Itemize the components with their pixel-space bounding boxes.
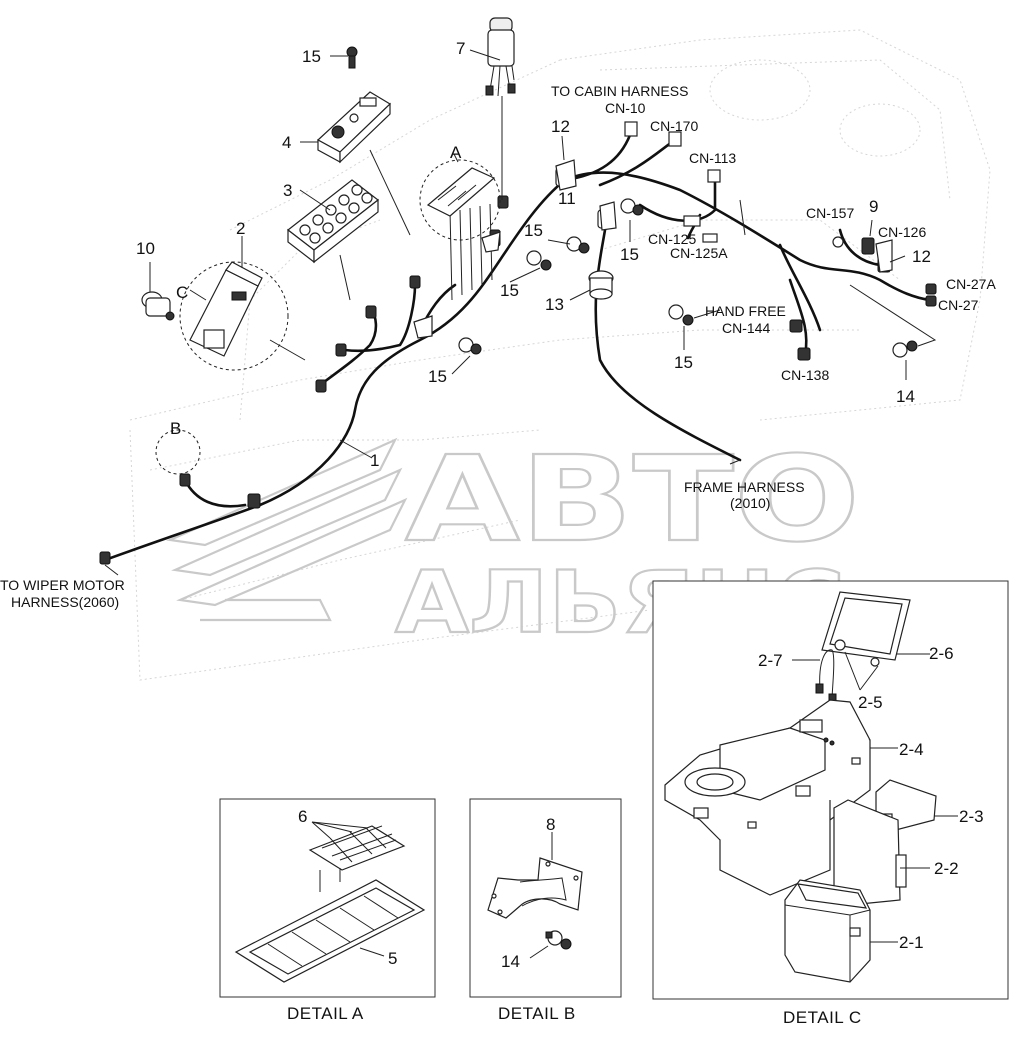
callout-11: 11	[558, 189, 576, 208]
cabin-ghost-outline	[129, 29, 991, 681]
watermark: АВТО АЛЬЯНС	[166, 429, 861, 654]
callout-14-detail-b: 14	[501, 952, 520, 971]
callout-15-center: 15	[620, 245, 639, 264]
label-cn-27a: CN-27A	[946, 276, 996, 292]
detail-b-panel: 8 14 DETAIL B	[469, 798, 622, 1023]
clip-brackets	[413, 159, 893, 339]
callout-15-left: 15	[500, 281, 519, 300]
callout-3: 3	[283, 181, 292, 200]
label-frame-harness: FRAME HARNESS	[684, 479, 805, 495]
label-to-wiper-motor: TO WIPER MOTOR	[0, 577, 125, 593]
label-to-cabin-harness: TO CABIN HARNESS	[551, 83, 688, 99]
watermark-logo	[166, 437, 408, 622]
callout-13: 13	[545, 295, 564, 314]
label-cn-113: CN-113	[689, 150, 736, 166]
main-harness	[103, 133, 932, 562]
detail-a-zoom	[419, 159, 501, 241]
label-cn-126: CN-126	[878, 224, 926, 240]
part-4-controller	[316, 91, 411, 236]
callout-c: C	[176, 283, 188, 302]
callout-7: 7	[456, 39, 465, 58]
callout-2-1: 2-1	[899, 933, 924, 952]
callout-15-lower-right: 15	[674, 353, 693, 372]
connector-labels: TO CABIN HARNESS CN-10 CN-170 CN-113 CN-…	[0, 83, 996, 610]
callout-1: 1	[370, 451, 379, 470]
detail-c-panel: 2-7 2-6 2-5 2-4 2-3 2-2 2-1 DETAIL C	[652, 580, 1009, 1027]
detail-c-zoom	[179, 261, 306, 371]
part-7-switch	[485, 17, 516, 200]
callout-12-right: 12	[912, 247, 931, 266]
callout-2: 2	[236, 219, 245, 238]
callout-labels: 15 4 3 2 10 C 7 A 12 11 15 15 15 13 15 1…	[136, 39, 931, 470]
callout-14-main: 14	[896, 387, 915, 406]
callout-2-4: 2-4	[899, 740, 924, 759]
bolt-15-mid	[526, 250, 552, 271]
callout-2-3: 2-3	[959, 807, 984, 826]
callout-12-left: 12	[551, 117, 570, 136]
callout-8: 8	[546, 815, 555, 834]
detail-c-title: DETAIL C	[783, 1008, 862, 1027]
label-cn-144: CN-144	[722, 320, 770, 336]
label-cn-170: CN-170	[650, 118, 698, 134]
leader-lines	[104, 49, 937, 576]
detail-a-panel: 6 5 DETAIL A	[219, 798, 436, 1023]
detail-b-zoom	[155, 429, 201, 475]
label-cn-125: CN-125	[648, 231, 696, 247]
callout-2-5: 2-5	[858, 693, 883, 712]
label-frame-harness-code: (2010)	[730, 495, 770, 511]
bolt-15-left	[458, 337, 482, 355]
callout-2-7: 2-7	[758, 651, 783, 670]
label-cn-138: CN-138	[781, 367, 829, 383]
bolt-14-main	[892, 340, 918, 358]
bolt-15-top	[346, 46, 358, 69]
label-wiper-harness-code: HARNESS(2060)	[11, 594, 119, 610]
label-cn-27: CN-27	[938, 297, 979, 313]
callout-15-mid: 15	[524, 221, 543, 240]
callout-2-2: 2-2	[934, 859, 959, 878]
detail-b-title: DETAIL B	[498, 1004, 576, 1023]
callout-9: 9	[869, 197, 878, 216]
label-cn-125a: CN-125A	[670, 245, 728, 261]
grommet-13	[588, 270, 614, 300]
callout-10: 10	[136, 239, 155, 258]
callout-4: 4	[282, 133, 291, 152]
bolt-15-right	[620, 198, 644, 216]
watermark-line-1: АВТО	[405, 430, 860, 568]
label-cn-157: CN-157	[806, 205, 854, 221]
part-3-switch-panel	[287, 179, 379, 301]
bolts	[346, 46, 918, 358]
label-cn-10: CN-10	[605, 100, 646, 116]
label-hand-free: HAND FREE	[705, 303, 786, 319]
callout-2-6: 2-6	[929, 644, 954, 663]
detail-a-title: DETAIL A	[287, 1004, 364, 1023]
part-10-socket	[141, 291, 175, 321]
callout-15-lower-left: 15	[428, 367, 447, 386]
bolt-15-lower	[668, 304, 694, 326]
callout-b: B	[170, 419, 181, 438]
bolt-15-center	[566, 236, 590, 254]
callout-5: 5	[388, 949, 397, 968]
callout-a: A	[450, 143, 462, 162]
callout-15-top: 15	[302, 47, 321, 66]
callout-6: 6	[298, 807, 307, 826]
